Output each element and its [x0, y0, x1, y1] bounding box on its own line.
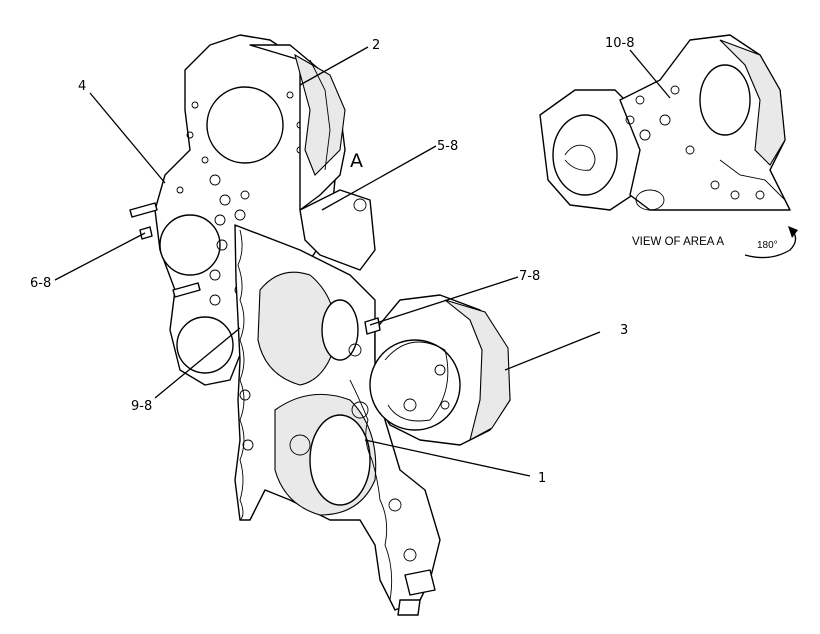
- callout-5-8: 5-8: [437, 139, 458, 154]
- leader-5-8: [321, 145, 437, 211]
- part-4-plate: [129, 34, 336, 386]
- callout-6-8: 6-8: [30, 276, 51, 291]
- rotation-arrow-icon: [744, 226, 798, 259]
- leader-1: [364, 439, 531, 477]
- cover-mid-hole: [321, 299, 359, 361]
- leader-lines: [54, 46, 671, 477]
- plate-lower-hole: [159, 214, 221, 276]
- leader-9-8: [154, 327, 241, 399]
- callout-9-8: 9-8: [131, 399, 152, 414]
- detail-flywheel-hole: [699, 64, 751, 136]
- leader-7-8: [369, 276, 519, 326]
- housing-bore: [369, 339, 461, 431]
- callout-3: 3: [620, 323, 628, 338]
- view-of-area-label: VIEW OF AREA A: [632, 236, 724, 248]
- cover-crank-opening: [309, 414, 371, 506]
- leader-10-8: [629, 49, 671, 99]
- leader-3: [504, 331, 601, 371]
- part-2-housing: [249, 44, 376, 271]
- callout-10-8: 10-8: [605, 36, 635, 51]
- dowel-pins: [129, 202, 201, 298]
- rotation-degrees: 180°: [757, 240, 778, 251]
- callout-area-a: A: [350, 150, 363, 172]
- callout-2: 2: [372, 38, 380, 53]
- callout-1: 1: [538, 471, 546, 486]
- detail-housing-face: [552, 114, 618, 196]
- leader-4: [89, 92, 166, 184]
- plate-bottom-hole: [176, 316, 234, 374]
- plate-large-hole: [206, 86, 284, 164]
- cover-bosses: [239, 343, 417, 562]
- view-caption: VIEW OF AREA A 180°: [632, 226, 798, 259]
- callout-labels: 2 4 5-8 A 6-8 7-8 3 9-8 1 10-8: [30, 36, 635, 486]
- callout-7-8: 7-8: [519, 269, 540, 284]
- leader-2: [299, 46, 369, 86]
- part-1-timing-cover: [234, 224, 441, 616]
- leader-6-8: [54, 232, 146, 281]
- detail-fittings: [625, 85, 765, 200]
- part-3-accessory-housing: [364, 294, 511, 446]
- detail-view-area-a: [539, 34, 791, 211]
- callout-4: 4: [78, 79, 86, 94]
